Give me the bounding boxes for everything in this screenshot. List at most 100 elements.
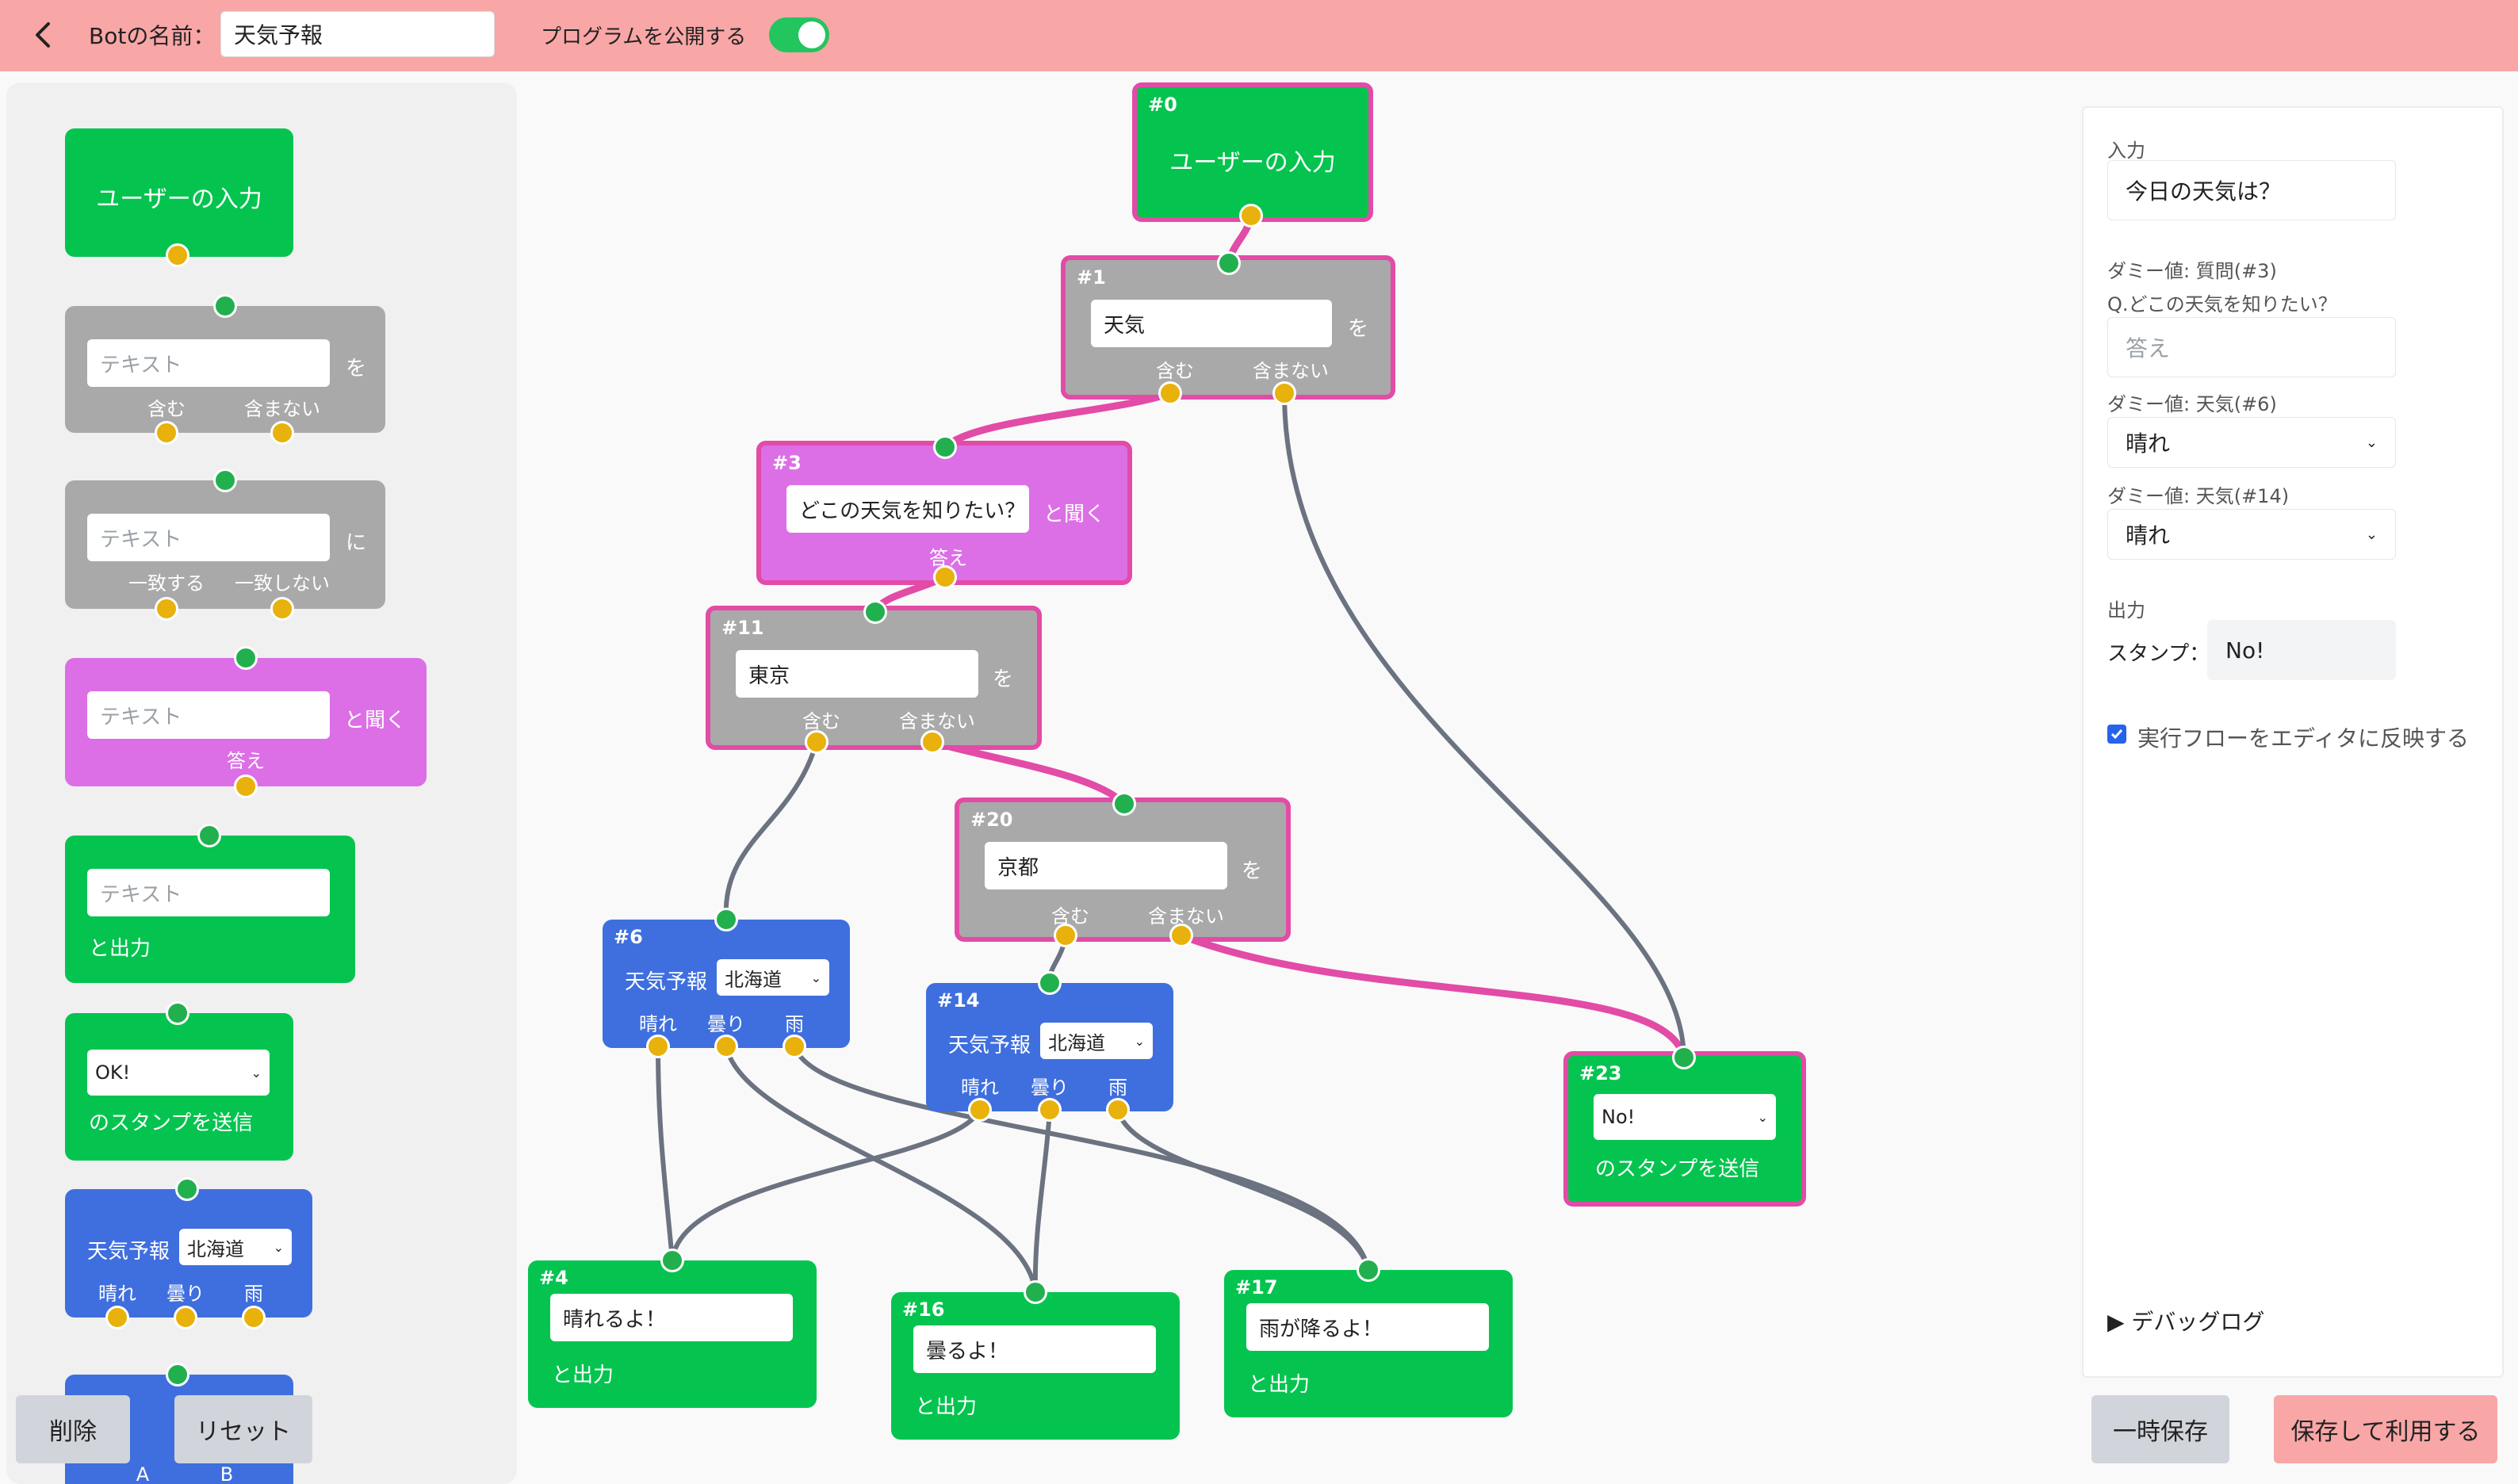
reset-button[interactable]: リセット (174, 1395, 312, 1463)
sunny-port[interactable] (968, 1098, 992, 1122)
cloudy-port[interactable] (174, 1306, 197, 1329)
dummy-weather6-select[interactable]: 晴れ⌄ (2107, 417, 2396, 468)
palette-contains-text-input[interactable]: テキスト (87, 339, 330, 387)
input-port[interactable] (166, 1001, 189, 1025)
palette-weather-region-select[interactable]: 北海道⌄ (179, 1229, 292, 1265)
delete-button[interactable]: 削除 (16, 1395, 130, 1463)
output-port[interactable] (166, 243, 189, 267)
no-port[interactable] (270, 421, 294, 445)
cloudy-port[interactable] (1038, 1098, 1062, 1122)
node-text-input[interactable]: 晴れるよ！ (550, 1294, 793, 1341)
debug-log-toggle[interactable]: ▶ デバッグログ (2107, 1309, 2265, 1335)
input-port[interactable] (175, 1177, 199, 1201)
palette-match-text-input[interactable]: テキスト (87, 514, 330, 561)
node-14-weather[interactable]: #14 天気予報 北海道⌄ 晴れ 曇り 雨 (926, 983, 1173, 1111)
save-and-use-button[interactable]: 保存して利用する (2274, 1395, 2497, 1463)
input-port[interactable] (1217, 251, 1241, 275)
no-port[interactable] (1169, 924, 1193, 947)
yes-port[interactable] (1054, 924, 1077, 947)
region-select[interactable]: 北海道⌄ (1040, 1023, 1153, 1059)
no-port[interactable] (920, 730, 944, 754)
input-port[interactable] (166, 1363, 189, 1386)
input-port[interactable] (1024, 1280, 1047, 1304)
node-suffix: と聞く (1043, 503, 1106, 526)
palette-weather-cloudy-label: 曇り (166, 1283, 205, 1305)
sunny-port[interactable] (105, 1306, 129, 1329)
no-port[interactable] (270, 597, 294, 621)
node-text-input[interactable]: 雨が降るよ！ (1246, 1303, 1489, 1351)
input-port[interactable] (863, 600, 887, 624)
answer-port[interactable] (234, 775, 258, 798)
node-text-input[interactable]: 京都 (985, 842, 1227, 889)
node-text-input[interactable]: どこの天気を知りたい？ (786, 485, 1029, 533)
node-16-output[interactable]: #16 曇るよ！ と出力 (891, 1292, 1180, 1440)
answer-port[interactable] (933, 565, 957, 589)
node-3-ask[interactable]: #3 どこの天気を知りたい？ と聞く 答え (756, 441, 1132, 585)
region-select[interactable]: 北海道⌄ (717, 959, 829, 996)
sunny-label: 晴れ (639, 1013, 677, 1035)
output-label: 出力 (2107, 599, 2145, 622)
palette-output-text-input[interactable]: テキスト (87, 869, 330, 916)
yes-port[interactable] (155, 597, 178, 621)
node-20-contains[interactable]: #20 京都 を 含む 含まない (955, 797, 1291, 942)
node-6-weather[interactable]: #6 天気予報 北海道⌄ 晴れ 曇り 雨 (603, 920, 850, 1048)
dummy-weather14-select[interactable]: 晴れ⌄ (2107, 509, 2396, 560)
publish-toggle[interactable] (769, 17, 829, 52)
palette-contains-block[interactable]: テキスト を 含む 含まない (65, 306, 385, 433)
palette-weather-rain-label: 雨 (244, 1283, 263, 1305)
cloudy-port[interactable] (714, 1035, 738, 1058)
palette-stamp-select[interactable]: OK!⌄ (87, 1050, 270, 1096)
input-port[interactable] (1672, 1046, 1696, 1069)
yes-port[interactable] (805, 730, 828, 754)
palette-stamp-block[interactable]: OK!⌄ のスタンプを送信 (65, 1013, 293, 1161)
node-0-user-input[interactable]: #0 ユーザーの入力 (1132, 82, 1373, 222)
input-port[interactable] (197, 824, 221, 847)
node-23-stamp[interactable]: #23 No!⌄ のスタンプを送信 (1563, 1051, 1806, 1207)
stamp-select[interactable]: No!⌄ (1594, 1094, 1776, 1140)
input-port[interactable] (933, 435, 957, 459)
yes-port[interactable] (155, 421, 178, 445)
node-17-output[interactable]: #17 雨が降るよ！ と出力 (1224, 1270, 1513, 1417)
rain-port[interactable] (1106, 1098, 1130, 1122)
temp-save-button[interactable]: 一時保存 (2091, 1395, 2229, 1463)
sunny-port[interactable] (646, 1035, 670, 1058)
dummy-answer-field[interactable]: 答え (2107, 317, 2396, 377)
input-port[interactable] (1112, 792, 1136, 816)
node-11-contains[interactable]: #11 東京 を 含む 含まない (706, 606, 1042, 750)
palette-ask-block[interactable]: テキスト と聞く 答え (65, 658, 427, 786)
node-text-input[interactable]: 東京 (736, 650, 978, 698)
node-id: #6 (614, 926, 643, 948)
node-text-input[interactable]: 曇るよ！ (913, 1325, 1156, 1373)
palette-user-input-block[interactable]: ユーザーの入力 (65, 128, 293, 257)
input-port[interactable] (213, 294, 237, 318)
input-port[interactable] (660, 1249, 684, 1272)
stamp-label: スタンプ： (2107, 642, 2210, 666)
no-port[interactable] (1272, 381, 1296, 405)
reflect-flow-checkbox[interactable] (2107, 725, 2126, 744)
back-icon[interactable] (27, 16, 59, 54)
node-text-input[interactable]: 天気 (1091, 300, 1332, 347)
output-port[interactable] (1239, 204, 1263, 228)
dummy-question-label: ダミー値: 質問(#3) (2107, 260, 2277, 282)
node-id: #20 (970, 809, 1013, 831)
palette-contains-suffix: を (346, 357, 367, 381)
palette-output-block[interactable]: テキスト と出力 (65, 836, 355, 983)
palette-match-yes-label: 一致する (128, 572, 205, 595)
yes-port[interactable] (1158, 381, 1182, 405)
palette-ask-text-input[interactable]: テキスト (87, 691, 330, 739)
bot-name-input[interactable]: 天気予報 (220, 11, 495, 57)
rain-port[interactable] (242, 1306, 266, 1329)
input-port[interactable] (1038, 971, 1062, 995)
input-port[interactable] (213, 469, 237, 492)
node-suffix: のスタンプを送信 (1595, 1157, 1760, 1181)
palette-weather-block[interactable]: 天気予報 北海道⌄ 晴れ 曇り 雨 (65, 1189, 312, 1318)
input-port[interactable] (234, 646, 258, 670)
rain-port[interactable] (783, 1035, 806, 1058)
node-1-contains[interactable]: #1 天気 を 含む 含まない (1061, 255, 1395, 400)
node-4-output[interactable]: #4 晴れるよ！ と出力 (528, 1260, 817, 1408)
test-input-field[interactable]: 今日の天気は？ (2107, 160, 2396, 220)
input-port[interactable] (1357, 1258, 1380, 1282)
palette-match-block[interactable]: テキスト に 一致する 一致しない (65, 480, 385, 609)
palette-random-a-label: A (136, 1463, 150, 1484)
input-port[interactable] (714, 908, 738, 931)
